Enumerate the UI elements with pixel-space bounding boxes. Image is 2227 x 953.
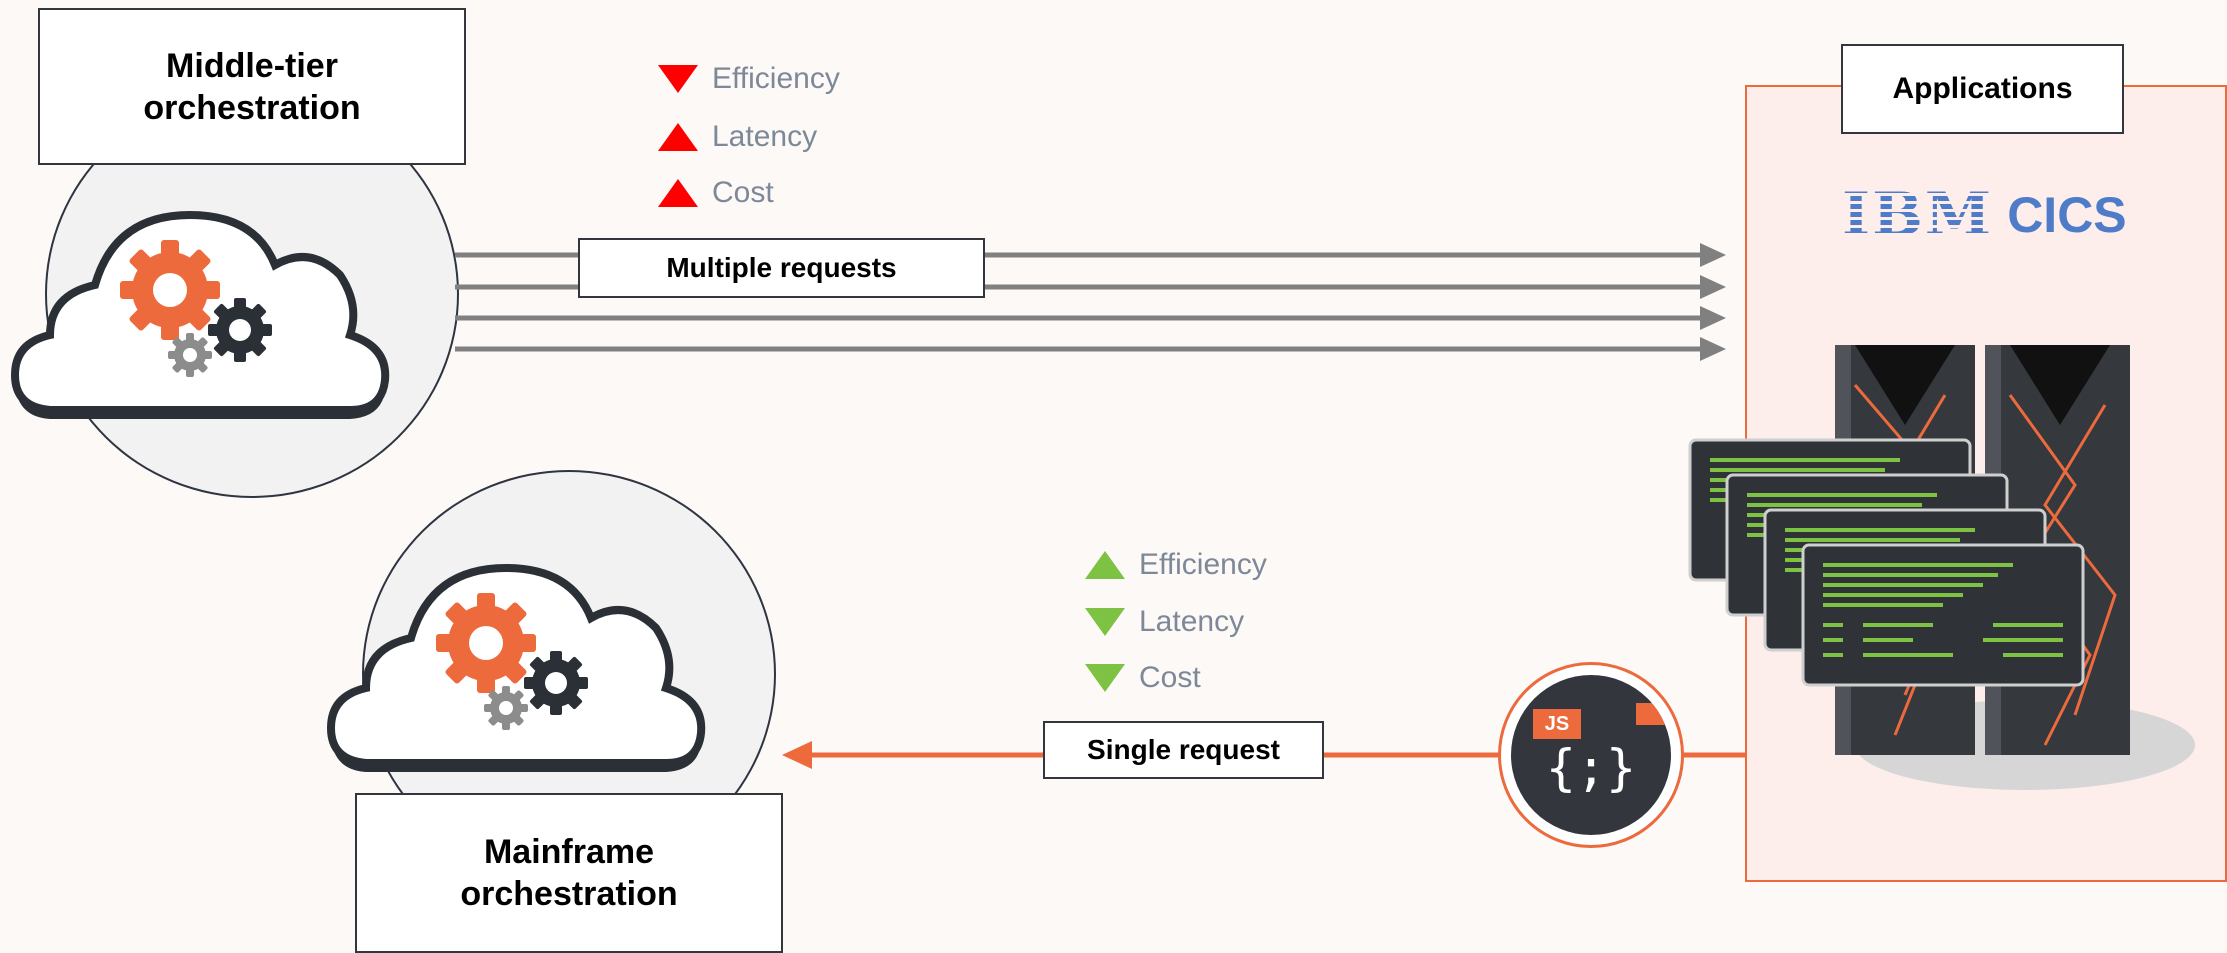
- js-corner-tag: [1636, 703, 1671, 725]
- ibm-logo-text: IBM: [1842, 180, 1994, 250]
- mainframe-metric-latency: Latency: [1085, 605, 1244, 639]
- js-tag: JS: [1533, 709, 1581, 739]
- dark-gear-icon: [208, 298, 272, 362]
- ibm-cics-logo: IBM CICS: [1842, 180, 2127, 250]
- mainframe-title: Mainframe orchestration: [355, 793, 783, 953]
- js-code-badge-icon: JS {;}: [1498, 662, 1684, 848]
- middle-tier-metric-cost: Cost: [658, 176, 774, 210]
- arrowhead-icon: [1700, 243, 1726, 267]
- gray-gear-icon: [484, 686, 528, 730]
- down-arrow-icon: [1085, 664, 1125, 692]
- cics-logo-text: CICS: [2007, 187, 2127, 243]
- middle-tier-title: Middle-tier orchestration: [38, 8, 466, 165]
- mainframe-metric-cost: Cost: [1085, 661, 1201, 695]
- applications-title: Applications: [1841, 44, 2124, 134]
- dark-gear-icon: [524, 651, 588, 715]
- up-arrow-icon: [658, 123, 698, 151]
- mainframe-server-icon: [1688, 345, 2195, 790]
- middle-tier-cloud-icon: [10, 210, 390, 419]
- arrowhead-icon: [1700, 306, 1726, 330]
- middle-tier-metric-latency: Latency: [658, 120, 817, 154]
- mainframe-metric-efficiency: Efficiency: [1085, 548, 1267, 582]
- up-arrow-icon: [658, 179, 698, 207]
- terminal-window-icon: [1801, 543, 2085, 687]
- middle-tier-metric-efficiency: Efficiency: [658, 62, 840, 96]
- single-request-label: Single request: [1043, 721, 1324, 779]
- mainframe-cloud-icon: [326, 563, 706, 772]
- gray-gear-icon: [168, 333, 212, 377]
- orange-gear-icon: [436, 593, 536, 693]
- up-arrow-icon: [1085, 551, 1125, 579]
- js-badge-inner: JS {;}: [1511, 675, 1671, 835]
- down-arrow-icon: [658, 65, 698, 93]
- multiple-requests-label: Multiple requests: [578, 238, 985, 298]
- single-request-arrowhead-icon: [782, 741, 812, 769]
- orange-gear-icon: [120, 240, 220, 340]
- down-arrow-icon: [1085, 608, 1125, 636]
- arrowhead-icon: [1700, 275, 1726, 299]
- arrowhead-icon: [1700, 337, 1726, 361]
- code-braces-icon: {;}: [1545, 739, 1637, 797]
